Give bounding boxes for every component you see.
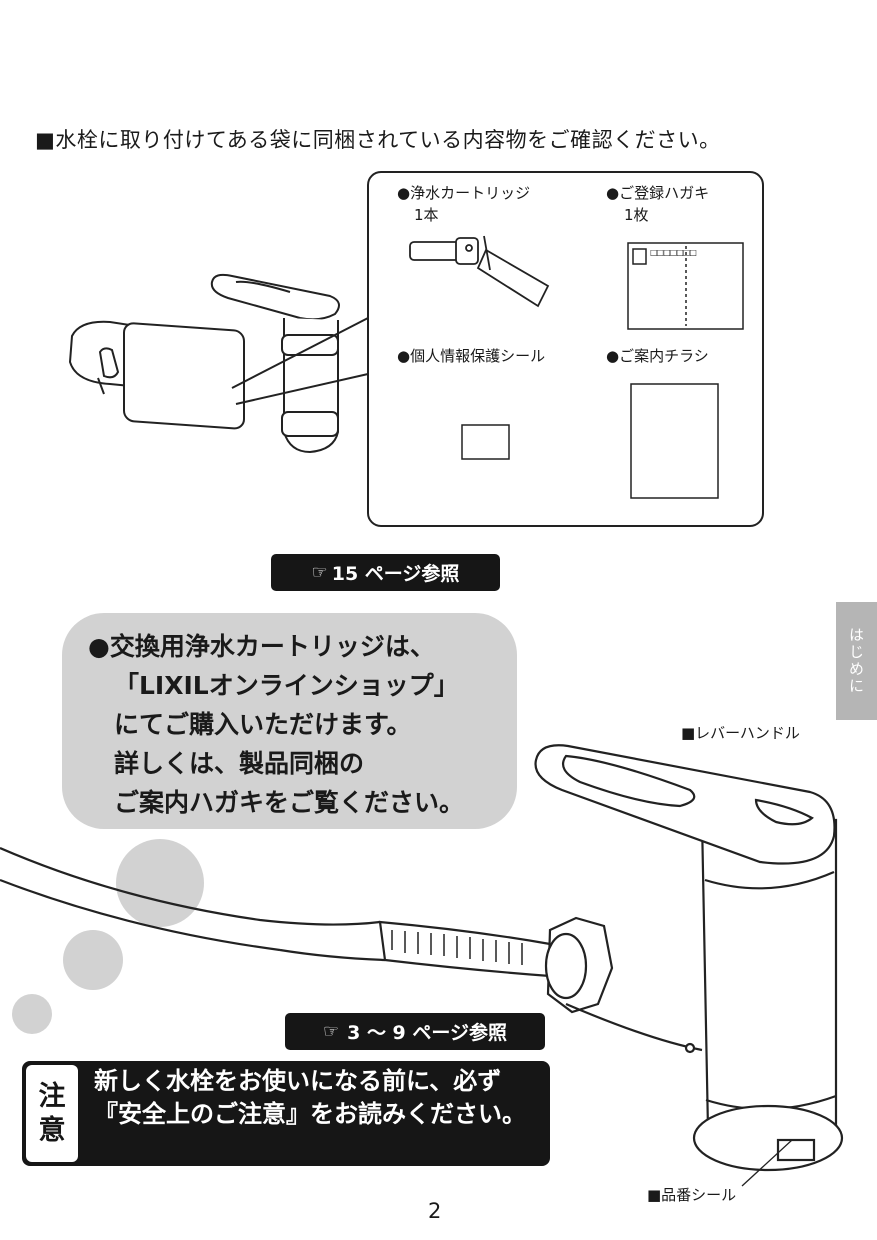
flyer-illustration <box>630 383 719 499</box>
caution-label: 注意 <box>26 1065 78 1162</box>
faucet-large-illustration <box>0 744 844 1172</box>
model-seal-callout: ■品番シール <box>647 1186 737 1204</box>
privacy-seal-label: ●個人情報保護シール <box>397 347 546 365</box>
notice-text: ●交換用浄水カートリッジは、「LIXILオンラインショップ」にてご購入いただけま… <box>88 627 464 822</box>
pointing-hand-icon: ☞ <box>311 562 328 583</box>
caution-box <box>22 1061 550 1166</box>
contents-box <box>367 171 764 527</box>
decor-circle-large <box>116 839 204 927</box>
faucet-small-illustration <box>68 273 340 454</box>
page-number: 2 <box>428 1199 442 1223</box>
cartridge-illustration <box>409 235 550 308</box>
postcard-illustration <box>627 242 744 330</box>
postcard-stamp-marks: □□□□□□□ <box>650 248 697 257</box>
privacy-seal-illustration <box>461 424 510 460</box>
caution-text: 新しく水栓をお使いになる前に、必ず『安全上のご注意』をお読みください。 <box>94 1067 526 1128</box>
cartridge-label: ●浄水カートリッジ <box>397 184 531 202</box>
page-ref-3-9-text: 3 ～ 9 ページ参照 <box>347 1022 508 1044</box>
section-tab-label: はじめに <box>847 627 865 695</box>
lever-handle-callout: ■レバーハンドル <box>681 724 800 742</box>
page-ref-15-text: 15 ページ参照 <box>331 563 460 585</box>
leader-lines <box>231 317 369 389</box>
notice-bubble <box>62 613 517 829</box>
page-ref-15[interactable]: ☞ 15 ページ参照 <box>271 554 500 591</box>
section-tab[interactable]: はじめに <box>836 602 877 720</box>
decor-circle-medium <box>63 930 123 990</box>
notice-line: 詳しくは、製品同梱の <box>114 749 365 778</box>
postcard-qty: 1枚 <box>624 206 649 224</box>
notice-line: ご案内ハガキをご覧ください。 <box>114 788 465 817</box>
pointing-hand-icon: ☞ <box>322 1021 340 1042</box>
decor-circle-small <box>12 994 52 1034</box>
postcard-label: ●ご登録ハガキ <box>606 184 710 202</box>
page-heading: ■水栓に取り付けてある袋に同梱されている内容物をご確認ください。 <box>35 128 721 152</box>
flyer-label: ●ご案内チラシ <box>606 347 709 365</box>
notice-line: にてご購入いただけます。 <box>114 710 412 739</box>
notice-line: ●交換用浄水カートリッジは、 <box>88 632 435 661</box>
page-ref-3-9[interactable]: ☞ 3 ～ 9 ページ参照 <box>285 1013 545 1050</box>
cartridge-qty: 1本 <box>414 206 439 224</box>
notice-line: 「LIXILオンラインショップ」 <box>114 671 459 700</box>
